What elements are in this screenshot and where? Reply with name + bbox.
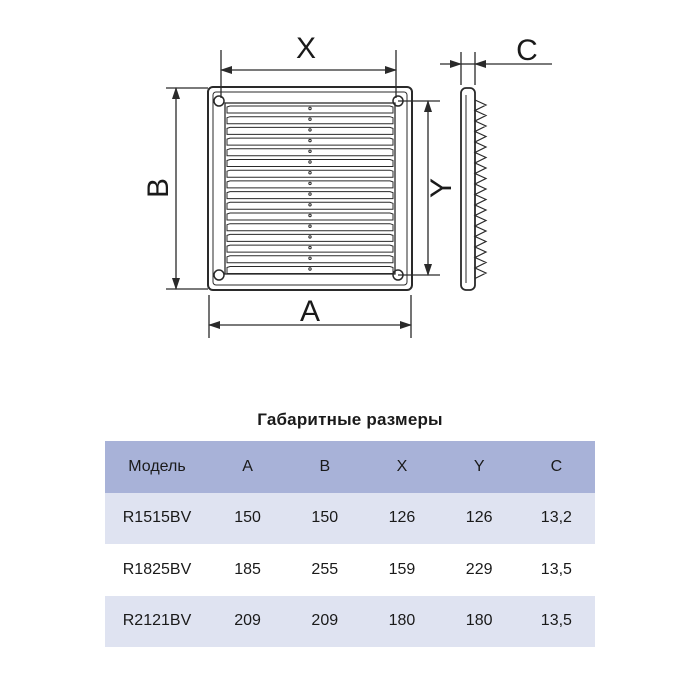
- column-header: C: [550, 457, 563, 475]
- dimension-label-y: Y: [425, 178, 458, 198]
- table-cell: R1515BV: [122, 509, 192, 527]
- louver-rib: [308, 138, 312, 143]
- louver-slat: [226, 180, 394, 189]
- column-header: X: [396, 457, 408, 475]
- table-row: R2121BV 209 209 180 180 13,5: [105, 595, 595, 647]
- dimension-lines: [166, 50, 552, 338]
- louver-slat: [226, 148, 394, 157]
- louver-rib: [308, 267, 312, 271]
- table-cell: 255: [311, 560, 339, 578]
- table-cell: 13,5: [540, 560, 572, 578]
- dimension-label-c: C: [516, 34, 538, 67]
- louver-rib: [308, 149, 312, 154]
- table-cell: 150: [234, 509, 261, 527]
- louver-rib: [308, 117, 312, 121]
- dimension-label-a: A: [300, 295, 320, 328]
- louver-rib: [308, 160, 312, 164]
- louver-slat: [226, 266, 394, 274]
- louver-rib: [308, 106, 312, 111]
- louver-slat: [226, 255, 394, 264]
- table-cell: R1825BV: [122, 560, 192, 578]
- table-cell: 13,2: [540, 509, 572, 527]
- louver-slat: [226, 116, 394, 125]
- table-cell: 150: [311, 509, 339, 527]
- table-cell: 209: [234, 612, 261, 630]
- table-cell: R2121BV: [122, 612, 192, 630]
- column-header: Y: [473, 457, 485, 475]
- side-view-frame: [460, 87, 476, 291]
- louver-slat: [226, 137, 394, 146]
- dimension-label-b: B: [142, 178, 175, 198]
- table-cell: 180: [465, 612, 493, 630]
- table-cell: 180: [388, 612, 416, 630]
- table-header-row: Модель A B X Y C: [105, 441, 595, 493]
- grille-technical-drawing: X C B Y A: [142, 32, 552, 338]
- table-title: Габаритные размеры: [257, 410, 443, 429]
- column-header: A: [242, 457, 253, 475]
- louver-rib: [308, 224, 312, 228]
- mounting-hole-bottom-left: [213, 269, 225, 281]
- table-cell: 209: [311, 612, 339, 630]
- dimensions-table: Модель A B X Y C R1515BV 150 150 126 126…: [105, 441, 595, 647]
- column-header: B: [319, 457, 331, 475]
- louver-slat: [226, 105, 394, 114]
- louver-slat: [226, 244, 394, 253]
- louver-slat: [226, 233, 394, 242]
- table-row: R1515BV 150 150 126 126 13,2: [105, 492, 595, 544]
- table-cell: 159: [388, 560, 416, 578]
- grille-side-view: [460, 87, 488, 291]
- table-cell: 126: [465, 509, 493, 527]
- louver-rib: [308, 235, 312, 239]
- table-cell: 185: [234, 560, 261, 578]
- grille-louvers: [226, 105, 394, 274]
- table-cell: 126: [388, 509, 416, 527]
- louver-rib: [308, 256, 312, 260]
- louver-slat: [226, 201, 394, 210]
- table-cell: 13,5: [540, 612, 572, 630]
- louver-slat: [226, 169, 394, 178]
- louver-rib: [308, 245, 312, 250]
- louver-slat: [226, 223, 394, 232]
- louver-slat: [226, 212, 394, 221]
- grille-inner-frame: [212, 91, 408, 286]
- table-row: R1825BV 185 255 159 229 13,5: [105, 544, 595, 596]
- louver-slat: [226, 126, 394, 135]
- dimension-label-x: X: [296, 32, 316, 65]
- louver-rib: [308, 128, 312, 132]
- louver-rib: [308, 203, 312, 207]
- mounting-hole-top-left: [213, 95, 225, 107]
- grille-front-view: [207, 86, 413, 291]
- louver-rib: [308, 192, 312, 196]
- grille-outer-frame: [207, 86, 413, 291]
- louver-rib: [308, 181, 312, 186]
- louver-slat: [226, 191, 394, 200]
- column-header: Модель: [128, 457, 186, 475]
- louver-rib: [308, 171, 312, 175]
- louver-slat: [226, 159, 394, 167]
- side-view-louvers: [473, 99, 488, 280]
- table-cell: 229: [465, 560, 493, 578]
- louver-rib: [308, 213, 312, 218]
